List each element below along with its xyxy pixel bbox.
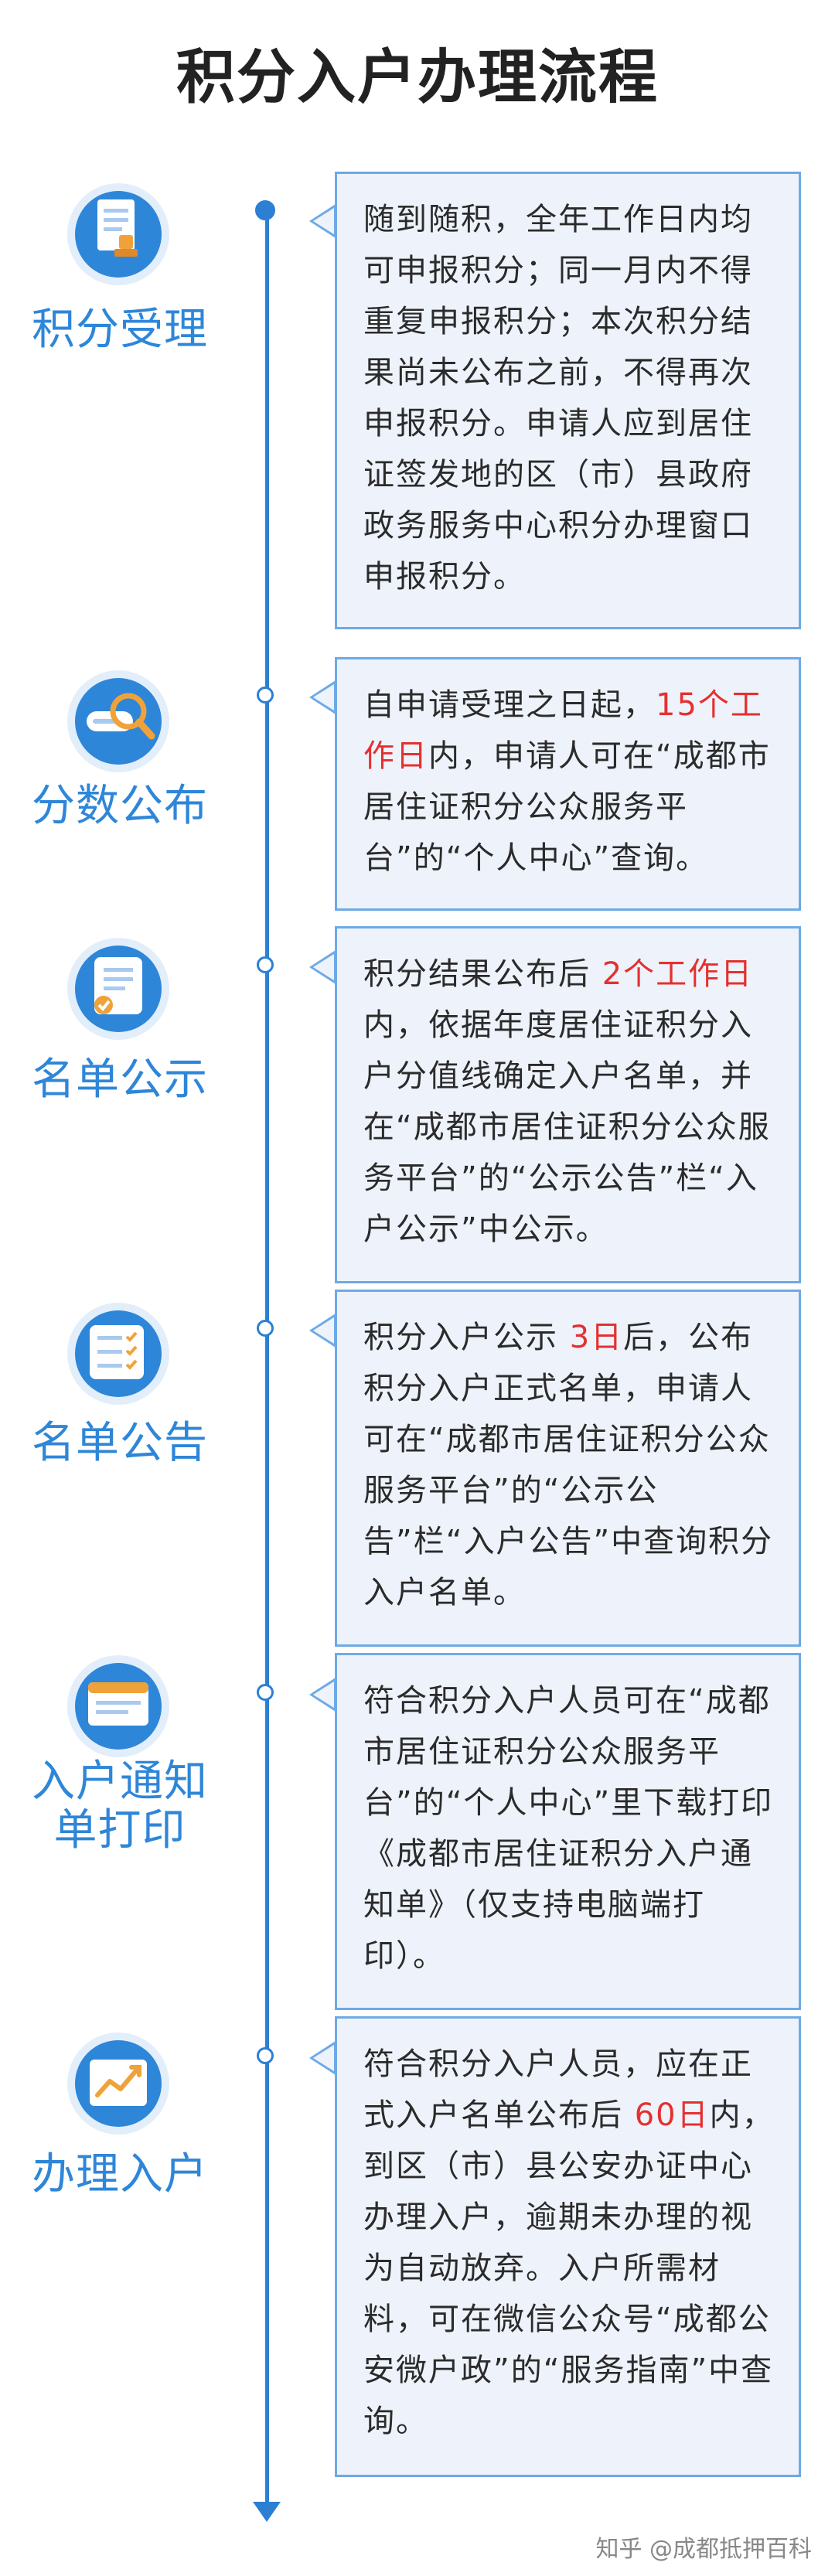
checklist-icon: [67, 1303, 169, 1405]
step-6-label: 办理入户: [32, 2149, 208, 2199]
timeline-node-2: [257, 687, 274, 704]
step-5-label: 入户通知 单打印: [15, 1757, 224, 1855]
timeline-node-4: [257, 1320, 274, 1337]
step-4-label: 名单公告: [32, 1418, 208, 1468]
step-6-text-b: 内，到区（市）县公安办证中心办理入户，逾期未办理的视为自动放弃。入户所需材料，可…: [363, 2097, 775, 2439]
step-3-label: 名单公示: [32, 1055, 208, 1105]
step-5-label-line1: 入户通知: [32, 1757, 208, 1807]
step-2-text-b: 内，申请人可在“成都市居住证积分公众服务平台”的“个人中心”查询。: [363, 738, 771, 876]
step-6-text-a: 符合积分入户人员，应在正式入户名单公布后: [363, 2046, 753, 2133]
card-pointer: [309, 204, 336, 238]
card-pointer: [309, 1678, 336, 1712]
trend-chart-icon: [67, 2033, 169, 2135]
step-3-text-b: 内，依据年度居住证积分入户分值线确定入户名单，并在“成都市居住证积分公众服务平台…: [363, 1007, 771, 1247]
notice-card-icon: [67, 1655, 169, 1757]
step-4-text-a: 积分入户公示: [363, 1320, 570, 1355]
step-3-deadline: 2个工作日: [602, 956, 754, 992]
timeline-node-6: [257, 2047, 274, 2064]
timeline-node-5: [257, 1684, 274, 1701]
step-2-label: 分数公布: [32, 781, 208, 831]
scroll-list-icon: [67, 938, 169, 1040]
timeline-line: [265, 210, 269, 2503]
step-4-card: 积分入户公示 3日后，公布积分入户正式名单，申请人可在“成都市居住证积分公众服务…: [335, 1290, 801, 1647]
card-pointer: [309, 950, 336, 984]
step-5-text: 符合积分入户人员可在“成都市居住证积分公众服务平台”的“个人中心”里下载打印《成…: [363, 1683, 774, 1974]
step-6-card: 符合积分入户人员，应在正式入户名单公布后 60日内，到区（市）县公安办证中心办理…: [335, 2016, 801, 2477]
card-pointer: [309, 2041, 336, 2075]
step-2-card: 自申请受理之日起，15个工作日内，申请人可在“成都市居住证积分公众服务平台”的“…: [335, 657, 801, 911]
magnifier-search-icon: [67, 670, 169, 772]
step-3-card: 积分结果公布后 2个工作日内，依据年度居住证积分入户分值线确定入户名单，并在“成…: [335, 926, 801, 1283]
step-6-deadline: 60日: [634, 2097, 710, 2133]
step-5-label-line2: 单打印: [53, 1804, 186, 1855]
timeline-node-3: [257, 956, 274, 973]
step-1-label: 积分受理: [32, 305, 208, 355]
step-1-text: 随到随积，全年工作日内均可申报积分；同一月内不得重复申报积分；本次积分结果尚未公…: [363, 202, 753, 595]
step-5-card: 符合积分入户人员可在“成都市居住证积分公众服务平台”的“个人中心”里下载打印《成…: [335, 1653, 801, 2010]
document-seal-icon: [67, 183, 169, 285]
card-pointer: [309, 1314, 336, 1348]
page-title: 积分入户办理流程: [176, 43, 659, 111]
timeline-end-arrow: [253, 2502, 281, 2522]
timeline-node-1: [255, 200, 275, 220]
step-4-text-b: 后，公布积分入户正式名单，申请人可在“成都市居住证积分公众服务平台”的“公示公告…: [363, 1320, 774, 1610]
card-pointer: [309, 680, 336, 714]
step-1-card: 随到随积，全年工作日内均可申报积分；同一月内不得重复申报积分；本次积分结果尚未公…: [335, 172, 801, 629]
step-2-deadline: 15个工作日: [363, 687, 763, 774]
step-2-text-a: 自申请受理之日起，: [363, 687, 656, 723]
watermark: 知乎 @成都抵押百科: [595, 2536, 812, 2563]
step-4-deadline: 3日: [569, 1320, 624, 1355]
step-3-text-a: 积分结果公布后: [363, 956, 602, 992]
